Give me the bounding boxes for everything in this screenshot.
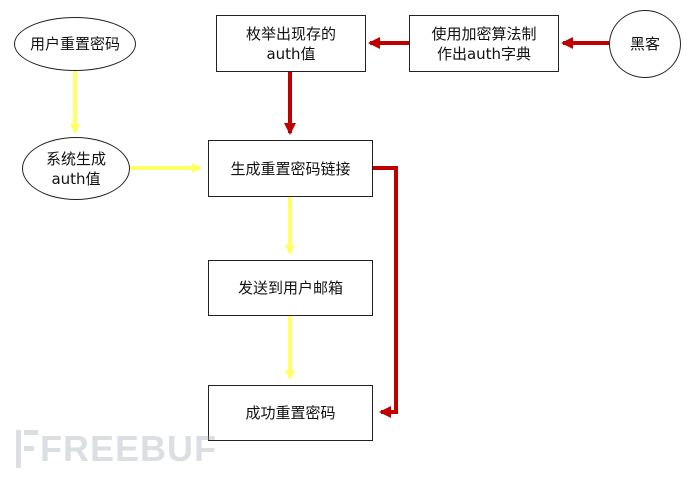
node-send-to-email: 发送到用户邮箱	[208, 260, 373, 316]
freebuf-logo-icon	[16, 430, 38, 468]
node-system-generate-auth: 系统生成 auth值	[22, 137, 130, 200]
node-label: 枚举出现存的 auth值	[245, 24, 336, 63]
node-label: 系统生成 auth值	[45, 149, 106, 188]
node-hacker: 黑客	[609, 10, 681, 78]
node-label: 用户重置密码	[29, 35, 120, 53]
node-label: 使用加密算法制 作出auth字典	[431, 24, 537, 63]
node-label: 黑客	[629, 35, 660, 53]
node-build-auth-dictionary: 使用加密算法制 作出auth字典	[409, 15, 559, 72]
node-reset-success: 成功重置密码	[208, 385, 373, 441]
node-generate-reset-link: 生成重置密码链接	[208, 140, 373, 197]
node-user-reset-password: 用户重置密码	[14, 17, 136, 71]
node-label: 生成重置密码链接	[230, 159, 351, 178]
arrow-link-to-success-bypass	[373, 166, 398, 418]
node-label: 发送到用户邮箱	[237, 279, 343, 297]
watermark-text: FREEBUF	[40, 428, 217, 469]
node-label: 成功重置密码	[245, 404, 336, 422]
node-enumerate-auth: 枚举出现存的 auth值	[216, 15, 366, 72]
freebuf-watermark: FREEBUF	[16, 428, 217, 470]
